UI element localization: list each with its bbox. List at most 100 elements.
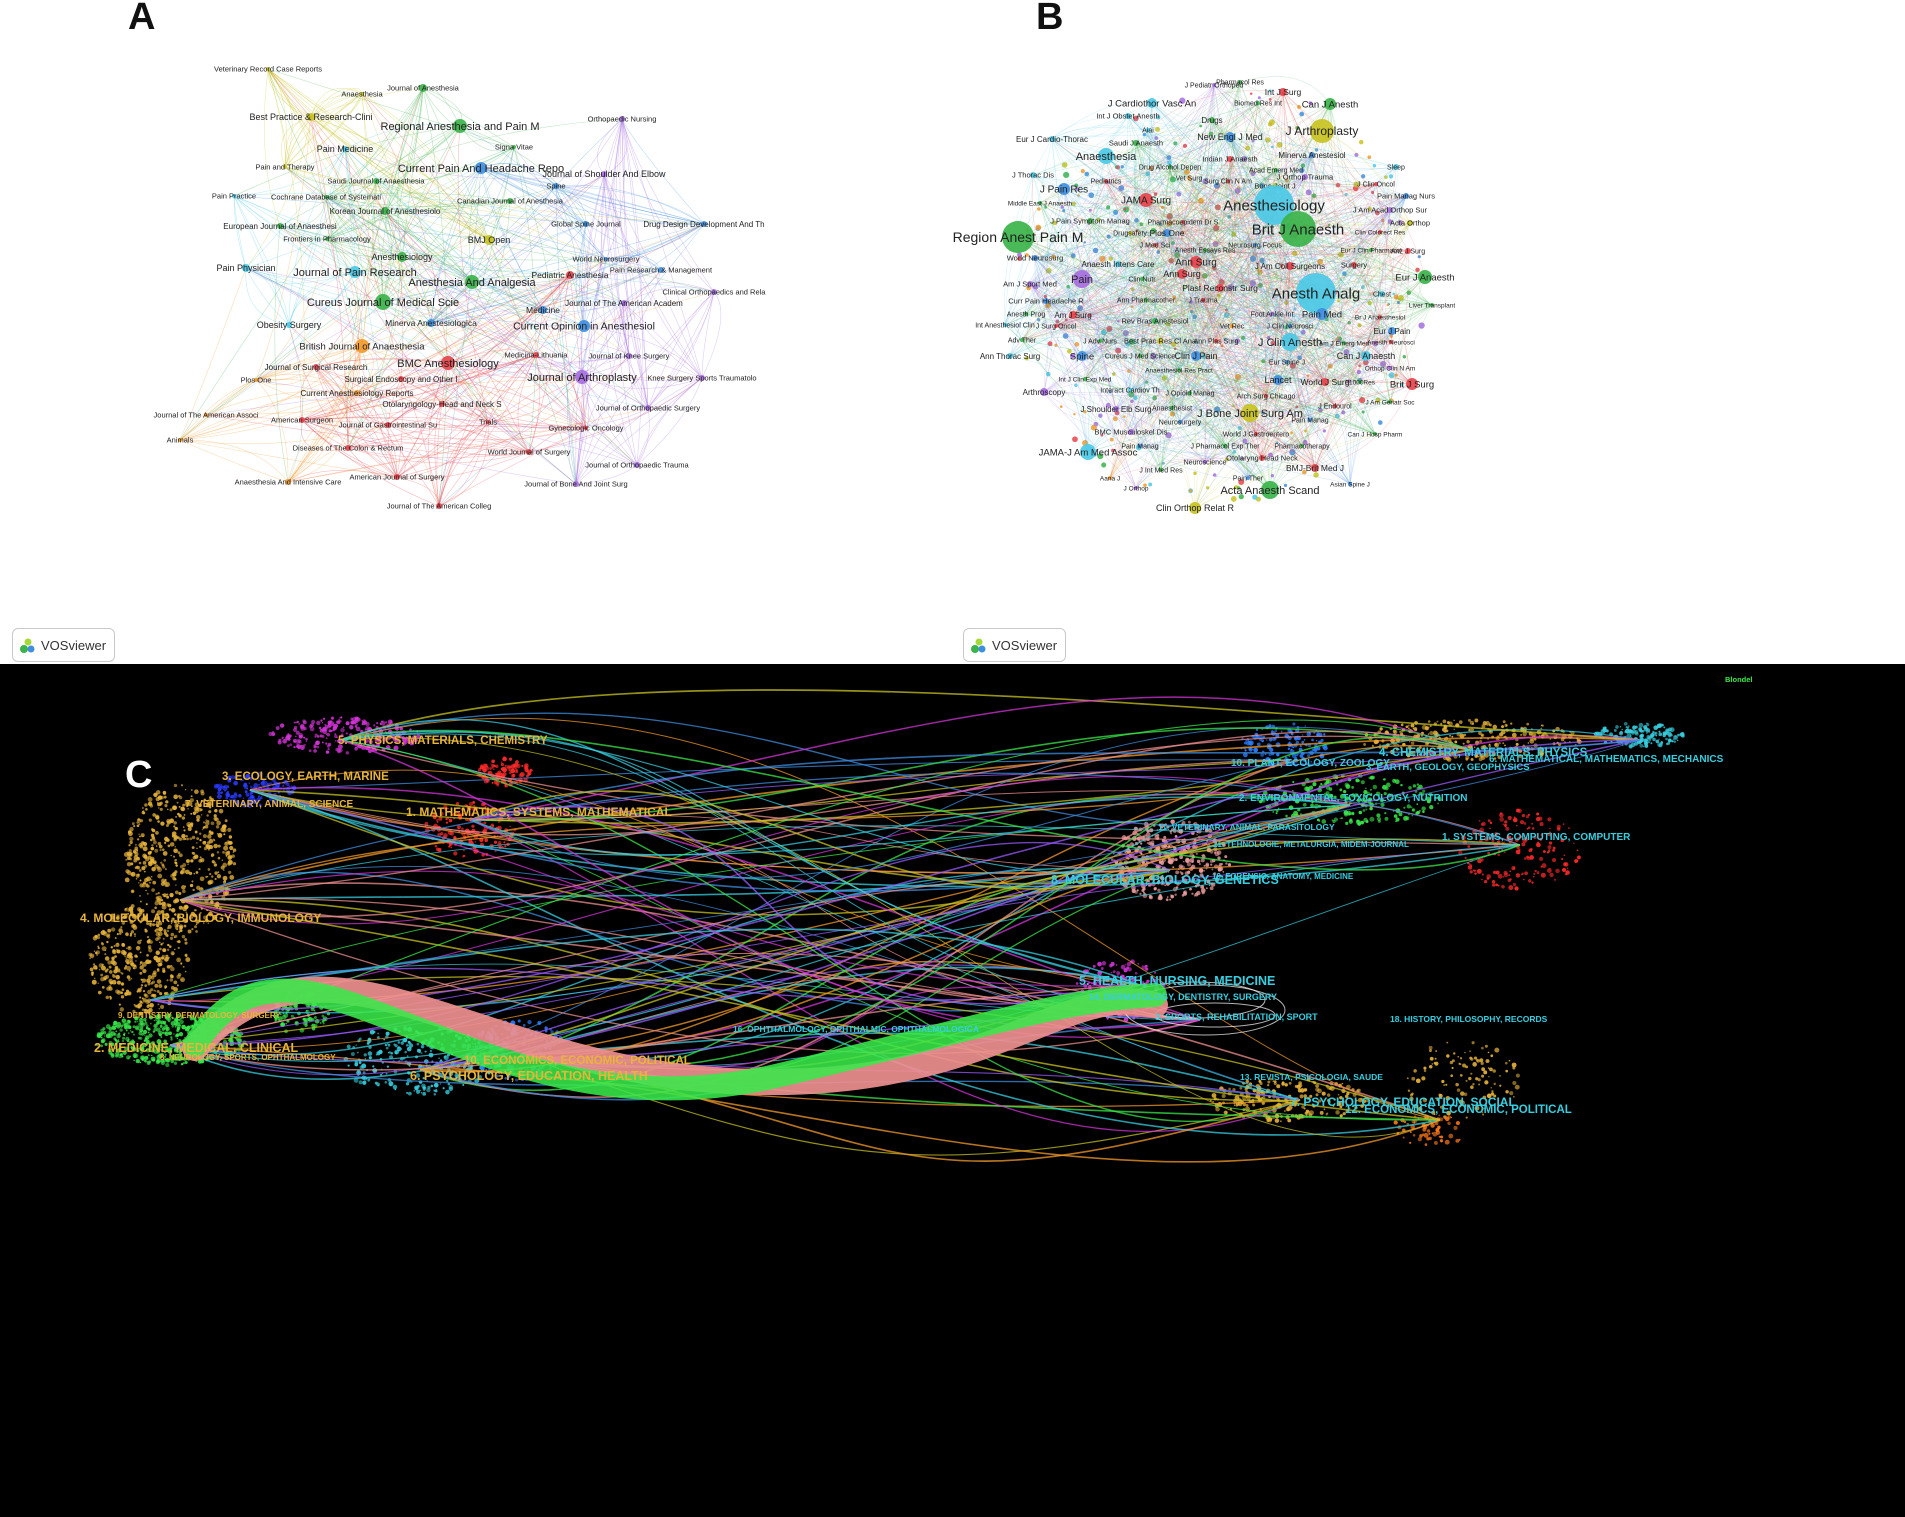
network-link (1261, 383, 1413, 459)
network-link (354, 268, 715, 293)
network-node (1234, 373, 1242, 381)
network-link (284, 93, 363, 168)
map-dot (178, 905, 183, 910)
map-dot (170, 854, 172, 857)
map-dot (295, 721, 297, 724)
vosviewer-badge-a[interactable]: VOSviewer (12, 628, 116, 662)
network-link (1045, 244, 1256, 302)
map-dot (150, 982, 154, 985)
map-dot (154, 983, 159, 988)
network-node (1139, 222, 1144, 227)
network-link (267, 68, 384, 303)
network-link (1239, 81, 1376, 435)
network-node (1213, 225, 1220, 232)
network-link (1379, 250, 1409, 318)
map-dot (448, 1084, 454, 1090)
network-link (255, 173, 605, 381)
map-dot (188, 871, 193, 876)
network-link (1039, 202, 1376, 435)
network-node (1090, 424, 1097, 431)
network-link (1370, 222, 1411, 255)
network-link (1141, 81, 1241, 280)
network-node (533, 352, 539, 358)
network-link (1129, 183, 1377, 234)
network-node (711, 289, 717, 295)
network-link (1204, 249, 1376, 435)
network-link (1081, 325, 1291, 357)
network-link (1304, 176, 1391, 369)
network-link (1117, 263, 1383, 297)
map-dot (154, 929, 157, 932)
node-label: Pharmacotherapy (1274, 443, 1330, 450)
map-dot (222, 786, 228, 792)
network-node (373, 178, 379, 184)
network-node (325, 237, 329, 241)
network-node (1280, 211, 1316, 247)
network-link (387, 362, 449, 426)
map-dot (149, 881, 151, 884)
network-link (1105, 155, 1256, 246)
network-link (438, 167, 482, 507)
network-link (1043, 278, 1083, 393)
network-link (1247, 379, 1279, 479)
network-link (1257, 102, 1316, 469)
map-dot (108, 978, 113, 984)
network-link (1127, 115, 1397, 168)
map-dot (165, 800, 169, 804)
network-link (1213, 84, 1277, 171)
network-link (325, 196, 403, 258)
map-dot (178, 853, 183, 858)
network-link (1051, 127, 1149, 140)
network-link (347, 447, 530, 464)
map-dot (424, 1050, 427, 1053)
node-label: J Trauma (1188, 297, 1217, 304)
network-node (1397, 295, 1404, 302)
map-dot (327, 747, 330, 751)
map-dot (248, 782, 251, 784)
network-link (1154, 320, 1391, 403)
map-dot (174, 898, 180, 903)
network-link (1135, 313, 1273, 489)
network-node (1166, 155, 1172, 161)
network-link (528, 377, 703, 453)
network-link (325, 87, 424, 198)
network-link (447, 355, 630, 366)
network-link (1282, 91, 1409, 252)
map-dot (164, 986, 167, 989)
network-link (1017, 236, 1413, 385)
map-dot (185, 955, 188, 958)
network-link (1141, 278, 1271, 491)
network-link (1353, 195, 1407, 266)
network-link (1034, 257, 1413, 385)
network-link (1204, 249, 1433, 306)
network-node (1378, 230, 1382, 234)
vosviewer-badge-b[interactable]: VOSviewer (963, 628, 1067, 662)
map-dot (368, 739, 373, 744)
network-link (1269, 342, 1345, 491)
network-node (1367, 206, 1372, 212)
network-link (1039, 168, 1277, 204)
map-dot (141, 978, 147, 983)
map-dot (200, 791, 205, 796)
map-dot (158, 984, 163, 988)
network-node (1405, 248, 1411, 254)
network-node (1274, 168, 1278, 172)
node-label: Veterinary Record Case Reports (214, 65, 322, 74)
map-dot (144, 877, 149, 883)
map-dot (159, 941, 161, 944)
network-node (1108, 390, 1112, 394)
network-node (1225, 132, 1235, 142)
map-dot (240, 778, 243, 782)
network-link (575, 355, 630, 485)
map-dot (179, 864, 184, 869)
node-label: Anesth Analg (1272, 285, 1360, 302)
map-dot (159, 807, 163, 811)
map-dot (393, 745, 399, 751)
network-link (1204, 209, 1391, 463)
network-link (1314, 231, 1381, 469)
network-link (1182, 221, 1336, 407)
node-label: Eur J Pain (1374, 327, 1411, 336)
network-link (1055, 325, 1316, 469)
network-node (1241, 404, 1259, 422)
